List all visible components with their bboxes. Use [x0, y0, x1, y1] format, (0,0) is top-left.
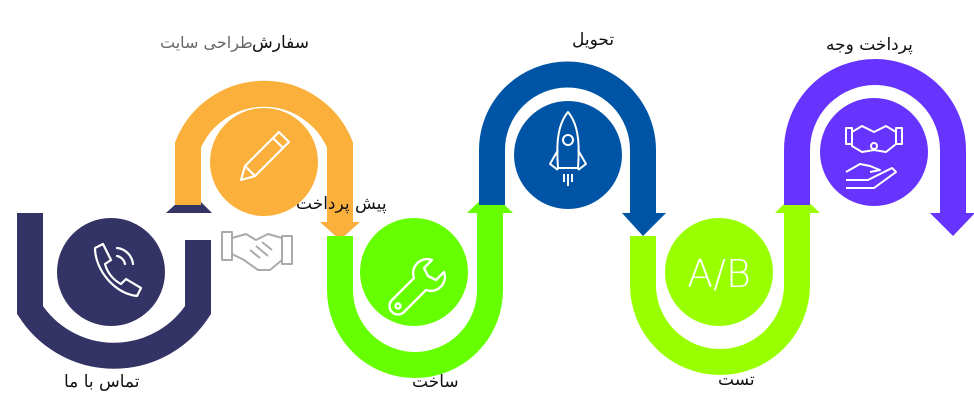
path-segment-payment: [784, 59, 966, 213]
circle-order: [210, 108, 318, 216]
path-segment-contact: [17, 213, 211, 369]
money-handshake-icon: [845, 125, 903, 189]
arrow-deliver: [622, 213, 666, 236]
label-build: ساخت: [412, 372, 459, 392]
path-segment-build: [327, 213, 503, 378]
path-segment-deliver: [479, 61, 656, 213]
label-prepay: پیش پرداخت: [296, 194, 387, 214]
label-order: سفارش: [252, 33, 309, 53]
ab-test-icon: A/B: [687, 252, 751, 296]
phone-icon: [93, 242, 143, 298]
label-test: تست: [718, 370, 755, 390]
label-deliver: تحویل: [572, 30, 615, 50]
pencil-icon: [239, 130, 291, 182]
circle-deliver: [514, 101, 622, 209]
label-order-sub: طراحی سایت: [160, 33, 253, 52]
rocket-icon: [549, 111, 587, 186]
handshake-icon: [221, 231, 293, 271]
path-segment-test: [630, 213, 810, 375]
circle-payment: [820, 98, 928, 206]
arrow-order: [320, 222, 360, 240]
path-segment-order: [175, 80, 353, 222]
circle-contact: [57, 218, 165, 326]
wrench-icon: [388, 257, 447, 316]
circle-test: [665, 218, 773, 326]
arrow-payment: [930, 213, 974, 236]
label-contact: تماس با ما: [64, 372, 140, 392]
label-payment: پرداخت وجه: [826, 35, 913, 55]
